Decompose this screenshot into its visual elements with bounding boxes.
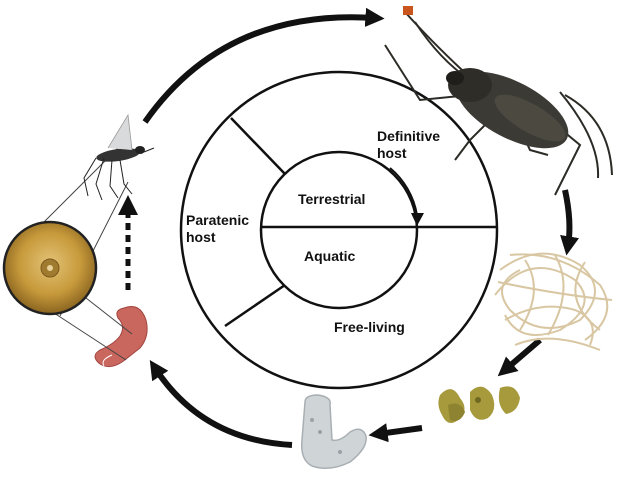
divider-upper-left [231,118,285,174]
magnifier [4,138,132,360]
divider-lower-left [225,285,285,326]
label-paratenic-host: Paratenic host [186,212,249,246]
cricket-image [385,6,612,195]
label-paratenic-host-line2: host [186,229,249,246]
label-definitive-host: Definitive host [377,128,440,162]
inner-arrow-head [411,213,424,226]
egg-strings-image [438,386,520,423]
cyst-image [95,307,147,367]
arrow-mosquito-to-cricket [145,17,375,122]
label-paratenic-host-line1: Paratenic [186,212,249,229]
arrow-larva-to-cyst [155,368,292,445]
label-definitive-host-line1: Definitive [377,128,440,145]
adult-worms-image [495,254,612,350]
arrow-worms-to-eggs [505,340,540,370]
label-definitive-host-line2: host [377,145,440,162]
label-aquatic: Aquatic [304,248,355,265]
arrow-cricket-to-worms [565,190,569,246]
larva-image [302,395,366,468]
label-terrestrial: Terrestrial [298,191,365,208]
label-free-living: Free-living [334,319,405,336]
arrow-eggs-to-larva [378,428,422,434]
mosquito-image [84,115,154,200]
